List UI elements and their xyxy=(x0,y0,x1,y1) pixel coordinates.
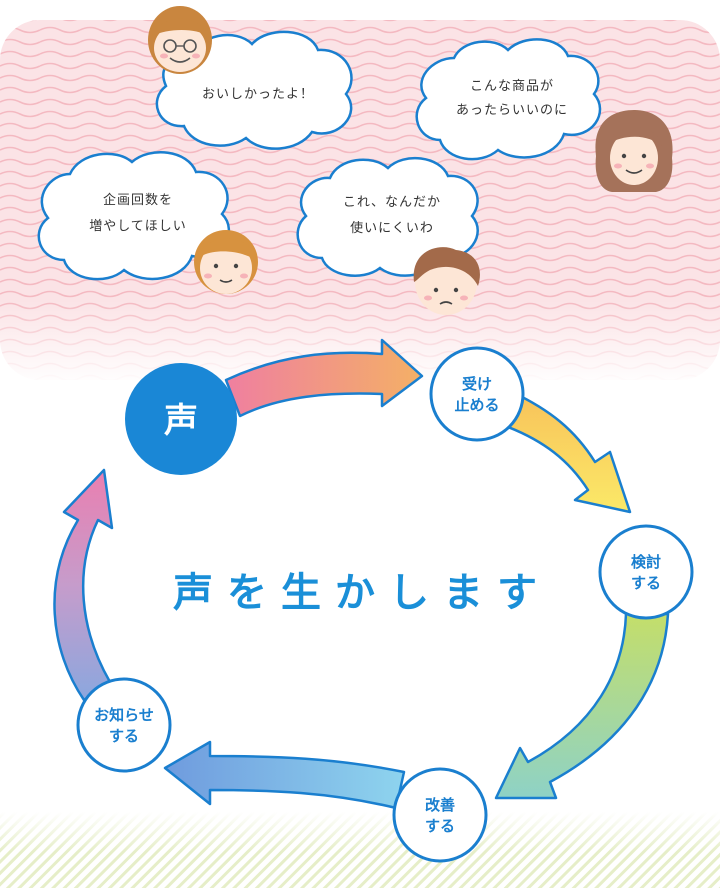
step-review-line-2: する xyxy=(631,574,661,592)
bubble-more-events-line-2: 増やしてほしい xyxy=(89,219,187,234)
step-receive-line-1: 受け xyxy=(462,375,492,393)
face-short-hair-woman-icon xyxy=(194,230,258,294)
face-long-hair-woman-icon xyxy=(595,110,672,192)
arrow-review-to-improve xyxy=(496,614,668,798)
bubble-product-wish-line-2: あったらいいのに xyxy=(456,103,568,118)
face-glasses-woman-icon xyxy=(148,6,212,74)
bubble-product-wish-line-1: こんな商品が xyxy=(470,79,554,94)
step-receive-line-2: 止める xyxy=(454,396,499,414)
bubble-hard-to-use-line-1: これ、なんだか xyxy=(343,195,441,210)
step-review-line-1: 検討 xyxy=(631,553,661,571)
step-notify-line-1: お知らせ xyxy=(94,706,154,724)
bubble-delicious-line-1: おいしかったよ！ xyxy=(202,87,314,102)
step-notify-line-2: する xyxy=(109,727,139,745)
bottom-pattern xyxy=(0,812,720,888)
step-receive: 受け 止める xyxy=(431,348,523,440)
bubble-hard-to-use-line-2: 使いにくいわ xyxy=(350,220,434,236)
voice-node: 声 xyxy=(125,363,237,475)
arrow-notify-to-voice xyxy=(54,470,112,700)
step-improve-line-1: 改善 xyxy=(425,796,455,814)
center-title: 声を生かします xyxy=(173,570,551,616)
step-improve-line-2: する xyxy=(425,817,455,835)
step-notify: お知らせ する xyxy=(78,679,170,771)
step-review: 検討 する xyxy=(600,526,692,618)
bubble-more-events-line-1: 企画回数を xyxy=(103,192,173,208)
arrow-improve-to-notify xyxy=(165,742,404,808)
voice-node-label: 声 xyxy=(164,401,198,441)
step-improve: 改善 する xyxy=(394,769,486,861)
